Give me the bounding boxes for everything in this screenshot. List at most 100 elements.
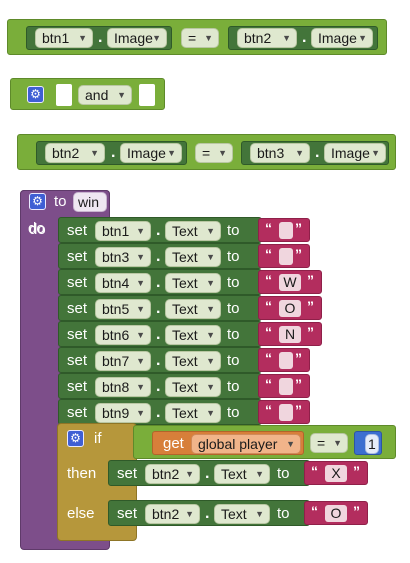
text-string-block[interactable]: “W” [258, 270, 322, 294]
close-quote: ” [307, 272, 314, 288]
else-set-statement[interactable]: set btn2▼ . Text▼ to [108, 500, 310, 526]
empty-socket-right[interactable] [139, 84, 155, 106]
component-dropdown[interactable]: btn1▼ [95, 221, 151, 241]
to-keyword: to [227, 352, 240, 369]
component-dropdown[interactable]: btn8▼ [95, 377, 151, 397]
text-string-block[interactable]: “” [258, 374, 310, 398]
text-value[interactable]: O [279, 300, 301, 317]
compare-block-1[interactable]: btn1▼ . Image▼ =▼ btn2▼ . Image▼ [7, 19, 387, 55]
component-dropdown[interactable]: btn3▼ [95, 247, 151, 267]
component-dropdown[interactable]: btn2▼ [145, 464, 200, 484]
property-dropdown[interactable]: Text▼ [165, 377, 221, 397]
operator-dropdown[interactable]: =▼ [181, 28, 219, 48]
close-quote: ” [307, 298, 314, 314]
component-dropdown[interactable]: btn6▼ [95, 325, 151, 345]
dot-separator: . [156, 274, 161, 291]
operator-dropdown[interactable]: =▼ [310, 433, 348, 453]
open-quote: “ [265, 246, 272, 262]
property-dropdown[interactable]: Text▼ [165, 299, 221, 319]
gear-icon[interactable]: ⚙ [67, 430, 84, 447]
to-keyword: to [277, 465, 290, 482]
text-value[interactable]: O [325, 505, 347, 522]
chevron-down-icon: ▼ [206, 330, 215, 340]
condition-compare-block[interactable]: get global player▼ =▼ 1 [133, 425, 396, 459]
component-dropdown[interactable]: btn2▼ [237, 28, 297, 48]
empty-socket-left[interactable] [56, 84, 72, 106]
text-value[interactable]: N [279, 326, 301, 343]
component-dropdown[interactable]: btn7▼ [95, 351, 151, 371]
text-string-block[interactable]: “ X ” [304, 461, 368, 485]
get-variable-block[interactable]: get global player▼ [152, 431, 304, 455]
procedure-name-field[interactable]: win [73, 192, 107, 212]
number-field[interactable]: 1 [365, 434, 379, 454]
dot-separator: . [156, 326, 161, 343]
component-dropdown[interactable]: btn5▼ [95, 299, 151, 319]
property-dropdown[interactable]: Text▼ [165, 403, 221, 423]
text-value[interactable]: W [279, 274, 301, 291]
to-keyword: to [277, 505, 290, 522]
to-keyword: to [54, 193, 67, 210]
property-dropdown[interactable]: Image▼ [311, 28, 373, 48]
property-dropdown[interactable]: Text▼ [165, 247, 221, 267]
dot-separator: . [156, 352, 161, 369]
gear-icon[interactable]: ⚙ [27, 86, 44, 103]
chevron-down-icon: ▼ [136, 330, 145, 340]
text-string-block[interactable]: “” [258, 244, 310, 268]
text-string-block[interactable]: “ O ” [304, 501, 368, 525]
number-block[interactable]: 1 [354, 431, 382, 455]
to-keyword: to [227, 378, 240, 395]
close-quote: ” [295, 402, 302, 418]
text-value[interactable] [279, 378, 293, 395]
component-dropdown[interactable]: btn4▼ [95, 273, 151, 293]
property-dropdown[interactable]: Text▼ [165, 221, 221, 241]
component-dropdown[interactable]: btn9▼ [95, 403, 151, 423]
text-value[interactable] [279, 222, 293, 239]
text-value[interactable]: X [325, 465, 347, 482]
component-dropdown[interactable]: btn3▼ [250, 143, 310, 163]
and-block[interactable]: ⚙ and▼ [10, 78, 165, 110]
text-string-block[interactable]: “” [258, 218, 310, 242]
text-string-block[interactable]: “N” [258, 322, 322, 346]
operator-dropdown[interactable]: =▼ [195, 143, 233, 163]
property-dropdown[interactable]: Text▼ [165, 351, 221, 371]
chevron-down-icon: ▼ [136, 408, 145, 418]
chevron-down-icon: ▼ [255, 509, 264, 519]
property-dropdown[interactable]: Image▼ [324, 143, 386, 163]
else-keyword: else [67, 505, 95, 522]
property-dropdown[interactable]: Image▼ [107, 28, 167, 48]
text-string-block[interactable]: “” [258, 400, 310, 424]
getter-btn1-image[interactable]: btn1▼ . Image▼ [26, 26, 172, 50]
gear-icon[interactable]: ⚙ [29, 193, 46, 210]
property-dropdown[interactable]: Image▼ [120, 143, 182, 163]
property-dropdown[interactable]: Text▼ [214, 504, 270, 524]
component-dropdown[interactable]: btn2▼ [145, 504, 200, 524]
getter-btn3-image[interactable]: btn3▼ . Image▼ [241, 141, 389, 165]
compare-block-2[interactable]: btn2▼ . Image▼ =▼ btn3▼ . Image▼ [17, 134, 396, 170]
then-set-statement[interactable]: set btn2▼ . Text▼ to [108, 460, 310, 486]
chevron-down-icon: ▼ [136, 252, 145, 262]
text-string-block[interactable]: “” [258, 348, 310, 372]
text-value[interactable] [279, 352, 293, 369]
getter-btn2-image[interactable]: btn2▼ . Image▼ [228, 26, 378, 50]
text-value[interactable] [279, 404, 293, 421]
property-dropdown[interactable]: Text▼ [165, 325, 221, 345]
variable-dropdown[interactable]: global player▼ [191, 434, 301, 454]
chevron-down-icon: ▼ [136, 356, 145, 366]
property-dropdown[interactable]: Text▼ [165, 273, 221, 293]
chevron-down-icon: ▼ [255, 469, 264, 479]
component-dropdown[interactable]: btn2▼ [45, 143, 105, 163]
text-value[interactable] [279, 248, 293, 265]
and-operator-dropdown[interactable]: and▼ [78, 85, 132, 105]
getter-btn2-image[interactable]: btn2▼ . Image▼ [36, 141, 187, 165]
property-dropdown[interactable]: Text▼ [214, 464, 270, 484]
component-dropdown[interactable]: btn1▼ [35, 28, 93, 48]
text-string-block[interactable]: “O” [258, 296, 322, 320]
